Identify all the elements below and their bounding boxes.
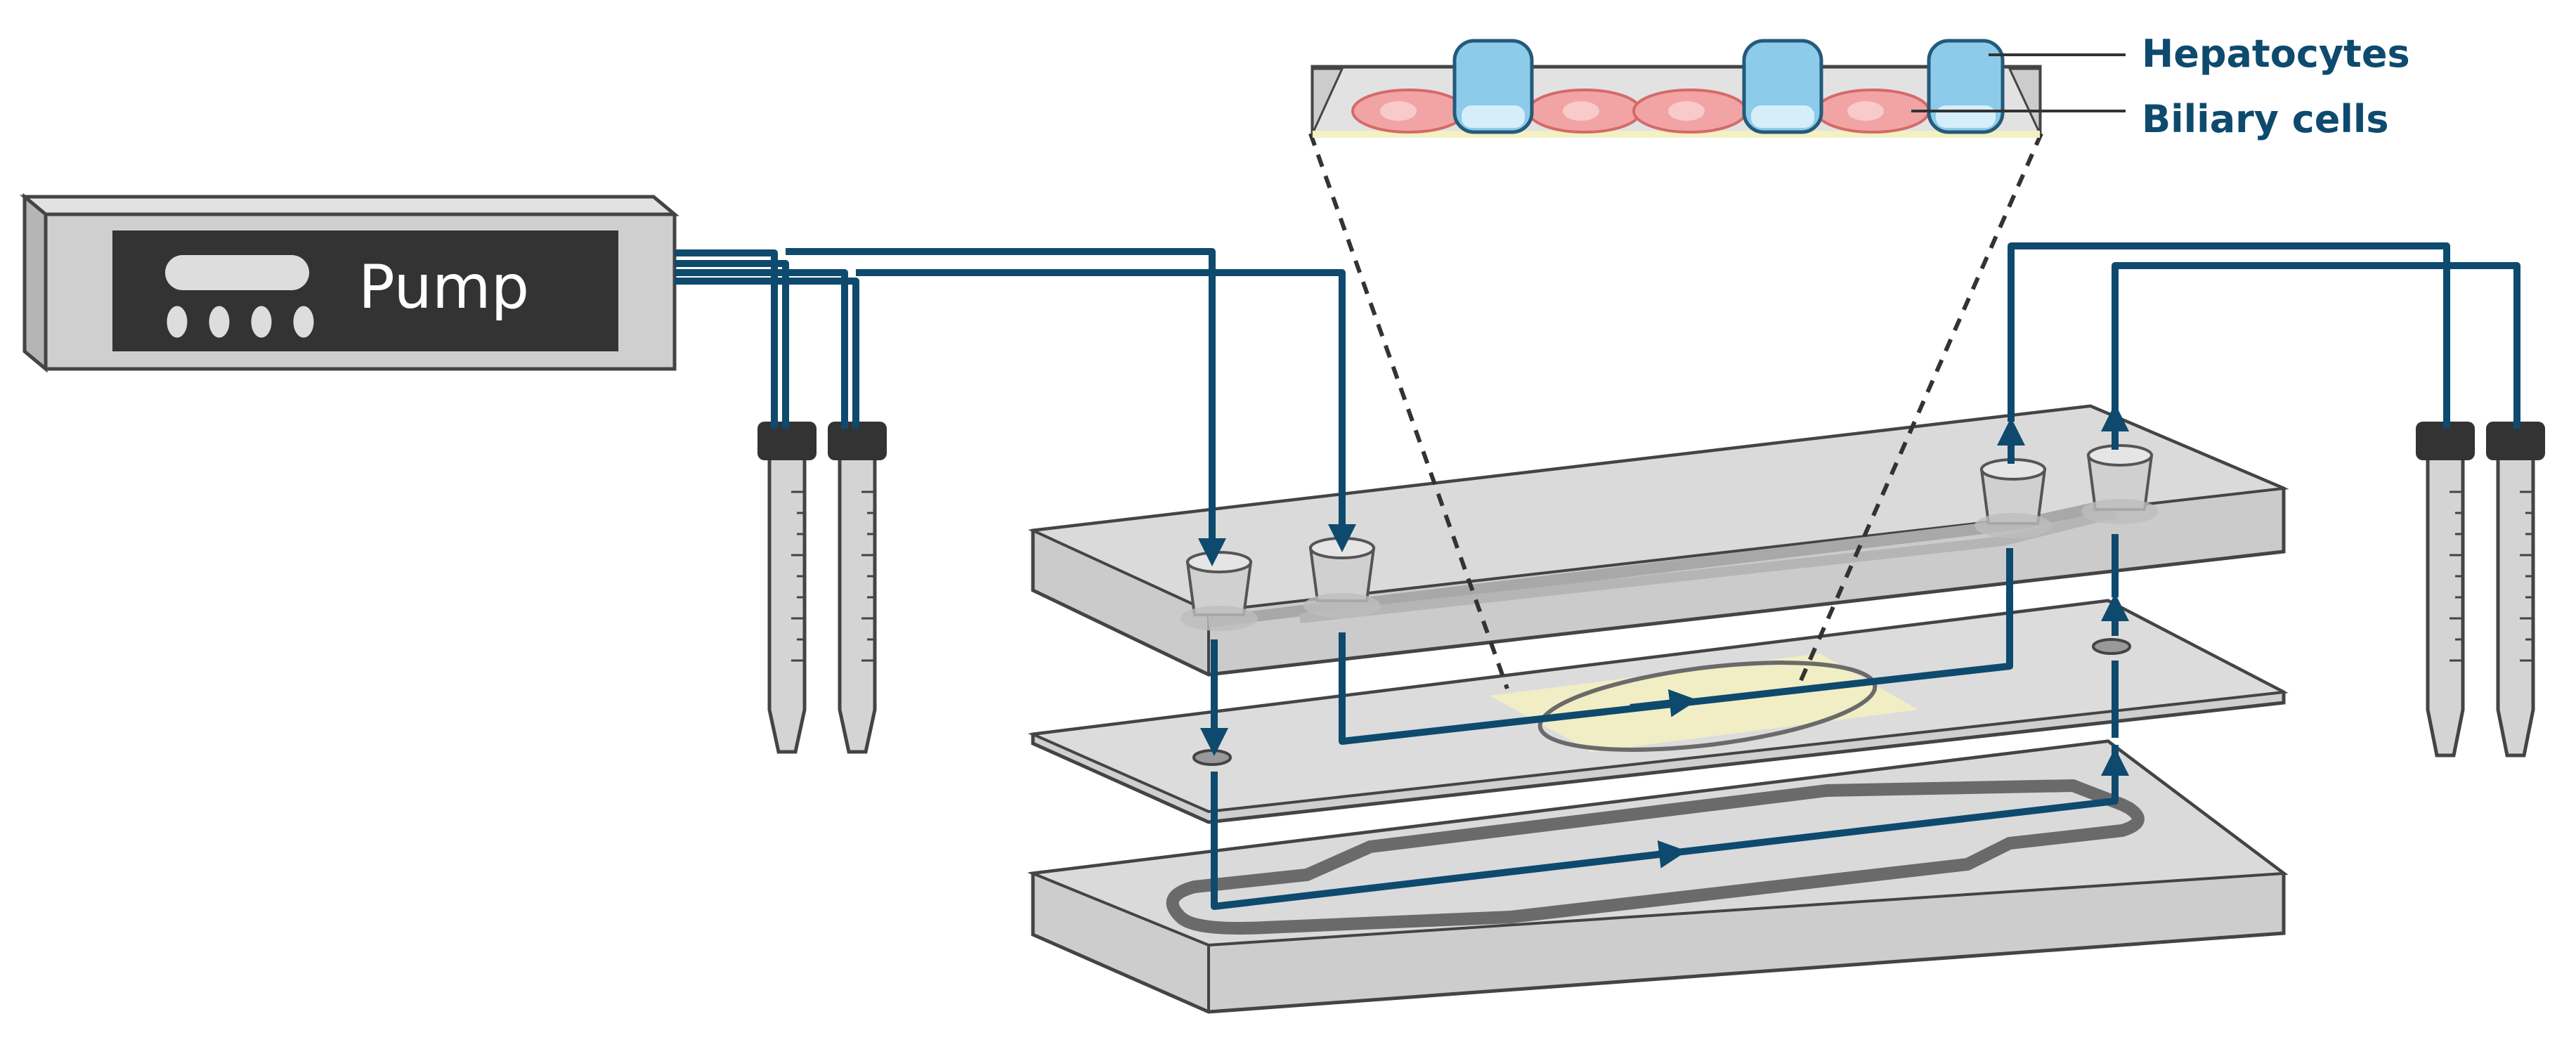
pump-panel xyxy=(112,230,618,351)
tubing-to-inlet-1 xyxy=(786,248,1226,566)
right-tube-2 xyxy=(2486,422,2545,757)
zoom-line-left xyxy=(1308,132,1509,690)
tubing-pump-tube-1b xyxy=(675,260,789,429)
biliary-cells xyxy=(1351,89,1930,134)
zoom-inset: Hepatocytes Biliary cells xyxy=(1308,32,2410,690)
tube-cap-icon xyxy=(2416,422,2475,460)
pump-buttons xyxy=(164,304,316,340)
left-tube-1 xyxy=(757,422,817,754)
pump-display xyxy=(165,255,309,290)
tubing-to-inlet-2 xyxy=(856,269,1356,552)
via-hole-left xyxy=(1192,749,1232,766)
bottom-serpentine-channel xyxy=(1166,779,2145,935)
top-channel-2 xyxy=(1299,508,2116,623)
reservoir-well-1 xyxy=(1180,551,1258,631)
reservoir-well-3 xyxy=(1975,458,2052,538)
hepatocytes xyxy=(1452,39,2005,134)
tubing-outlet-2 xyxy=(2112,262,2520,429)
bottom-flow-arrow xyxy=(1615,840,1687,869)
reservoir-well-4 xyxy=(2081,444,2159,524)
tube-cap-icon xyxy=(828,422,887,460)
middle-flow-arrow xyxy=(1629,689,1698,717)
culture-chamber xyxy=(1537,661,1878,752)
tube-cap-icon xyxy=(757,422,817,460)
chip-layer-top xyxy=(1027,404,2289,677)
tubing-outlet-1 xyxy=(2008,242,2450,429)
pump-button-1[interactable] xyxy=(164,304,190,340)
via-hole-right xyxy=(2092,638,2131,655)
inset-substrate xyxy=(1313,131,2040,138)
right-tube-1 xyxy=(2416,422,2475,757)
pump-button-2[interactable] xyxy=(207,304,232,340)
pump-label: Pump xyxy=(358,252,529,323)
pump-button-4[interactable] xyxy=(291,304,316,340)
label-biliary-cells: Biliary cells xyxy=(2142,97,2389,141)
tube-cap-icon xyxy=(2486,422,2545,460)
left-tube-2 xyxy=(828,422,887,754)
tubing-pump-tube-1a xyxy=(675,249,778,429)
tubing xyxy=(675,242,2520,910)
label-hepatocytes: Hepatocytes xyxy=(2142,32,2410,76)
tubing-pump-tube-2a xyxy=(675,269,848,429)
pump-device: Pump xyxy=(20,193,679,373)
zoom-line-right xyxy=(1797,132,2043,687)
tubing-pump-tube-2b xyxy=(675,278,859,429)
reservoir-well-2 xyxy=(1303,537,1381,618)
pump-button-3[interactable] xyxy=(249,304,274,340)
